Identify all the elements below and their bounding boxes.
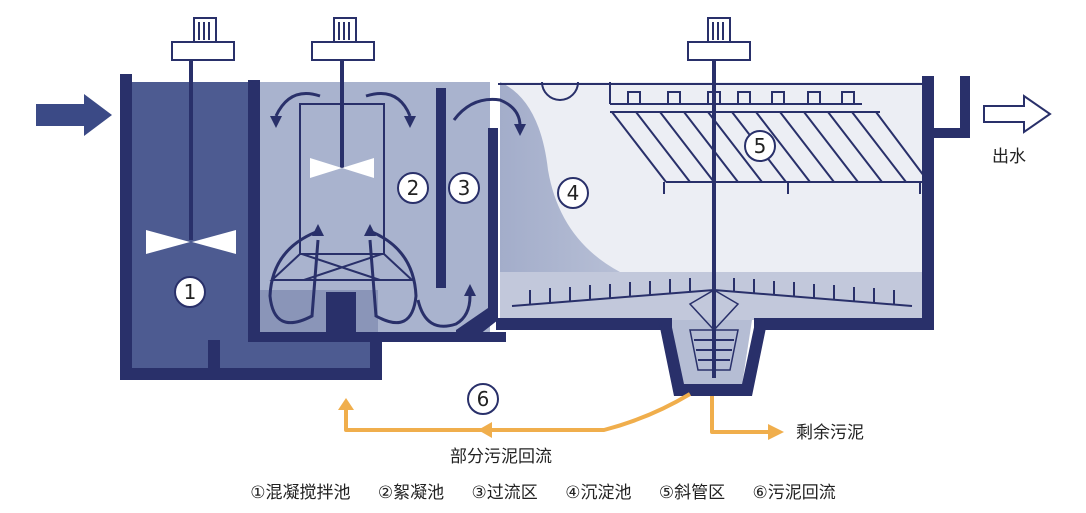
mixer-motor-1 bbox=[171, 17, 235, 240]
legend-item-flocculation-tank: ②絮凝池 bbox=[377, 483, 445, 503]
sludge-arrow-heads bbox=[338, 398, 784, 440]
baffle-3-left bbox=[436, 88, 446, 288]
weir-trough-side bbox=[960, 76, 970, 138]
svg-text:5: 5 bbox=[754, 134, 767, 158]
legend-item-transition-zone: ③过流区 bbox=[471, 483, 538, 503]
tank-walls bbox=[120, 74, 970, 396]
sump-baffle bbox=[326, 292, 356, 342]
zone-marker-1: 1 bbox=[174, 276, 206, 308]
sump-water bbox=[214, 340, 374, 372]
legend-item-settling-tank: ④沉淀池 bbox=[565, 483, 632, 503]
excess-sludge-label: 剩余污泥 bbox=[796, 423, 864, 443]
svg-text:4: 4 bbox=[567, 181, 580, 205]
outlet-label: 出水 bbox=[992, 147, 1026, 167]
weir-trough-bottom bbox=[922, 128, 968, 138]
legend-item-mixing-tank: ①混凝搅拌池 bbox=[250, 483, 351, 503]
scraper-motor bbox=[687, 17, 751, 378]
zone-marker-4: 4 bbox=[557, 177, 589, 209]
impeller-2 bbox=[310, 158, 374, 178]
sump-bottom-wall bbox=[208, 368, 380, 380]
transition-slope bbox=[456, 308, 498, 342]
flow-arrows-flocculation bbox=[268, 92, 522, 328]
floc-left-wall bbox=[248, 80, 260, 342]
collection-launders bbox=[541, 81, 862, 105]
floc-bottom-wall-a bbox=[248, 332, 328, 342]
sump-right-wall bbox=[370, 340, 382, 380]
sump-inner-water bbox=[258, 290, 378, 340]
floc-bottom-wall-b bbox=[356, 332, 506, 342]
legend: ①混凝搅拌池 ②絮凝池 ③过流区 ④沉淀池 ⑤斜管区 ⑥污泥回流 bbox=[0, 478, 1086, 503]
bottom-wall-left bbox=[120, 368, 214, 380]
zone-marker-6: 6 bbox=[467, 383, 499, 415]
mixer-motor-2 bbox=[311, 17, 375, 168]
inlet-arrow bbox=[36, 94, 112, 136]
outlet-arrow bbox=[983, 94, 1052, 134]
sump-left-wall bbox=[208, 340, 220, 380]
impeller-1 bbox=[146, 230, 236, 254]
legend-item-inclined-tube-zone: ⑤斜管区 bbox=[658, 483, 726, 503]
svg-text:3: 3 bbox=[458, 176, 471, 200]
arrow-heads bbox=[270, 116, 526, 296]
draft-tube bbox=[269, 103, 415, 281]
outlet-wall bbox=[922, 76, 934, 330]
zone-marker-5: 5 bbox=[744, 130, 776, 162]
svg-text:1: 1 bbox=[184, 280, 197, 304]
zone-marker-3: 3 bbox=[448, 172, 480, 204]
svg-text:2: 2 bbox=[407, 176, 420, 200]
inlet-wall bbox=[120, 74, 132, 380]
sludge-scraper bbox=[511, 278, 913, 371]
sludge-pipes bbox=[344, 392, 770, 434]
settling-bottom-right bbox=[754, 318, 934, 330]
settling-bottom-left bbox=[496, 318, 672, 330]
baffle-3-right bbox=[488, 128, 498, 308]
partial-return-label: 部分污泥回流 bbox=[450, 447, 552, 467]
inclined-tube-pack bbox=[610, 111, 925, 194]
svg-text:6: 6 bbox=[477, 387, 490, 411]
legend-item-sludge-return: ⑥污泥回流 bbox=[752, 483, 836, 503]
zone-marker-2: 2 bbox=[397, 172, 429, 204]
